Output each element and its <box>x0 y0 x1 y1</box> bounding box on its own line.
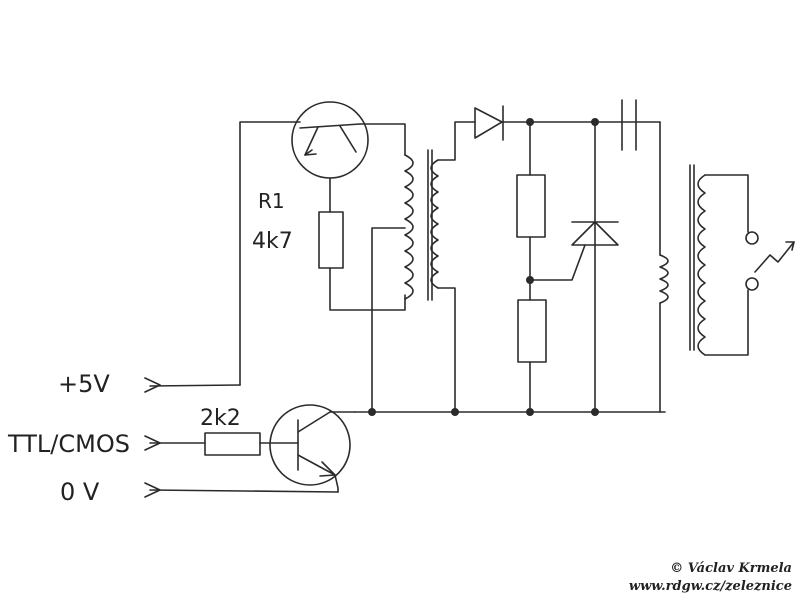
credit-author: © Václav Krmela <box>670 561 792 576</box>
wire-plus5v <box>144 121 406 393</box>
thyristor <box>529 121 619 413</box>
label-r1: R1 <box>258 189 285 213</box>
label-ttl-cmos: TTL/CMOS <box>7 430 130 458</box>
wire-common-rail <box>354 118 666 416</box>
label-r2-value: 2k2 <box>200 406 241 431</box>
transistor-upper <box>291 101 369 179</box>
spark-gap <box>745 231 795 291</box>
diode <box>474 105 661 141</box>
resistor-r1 <box>318 177 406 311</box>
label-zero-v: 0 V <box>60 478 100 506</box>
credit-url: www.rdgw.cz/zeleznice <box>629 579 792 594</box>
label-r1-value: 4k7 <box>252 229 293 254</box>
transistor-lower <box>269 404 356 493</box>
resistor-divider <box>516 121 547 413</box>
transformer-1 <box>371 121 476 413</box>
label-plus5v: +5V <box>58 370 110 398</box>
transformer-output <box>659 164 749 413</box>
capacitor <box>621 99 661 256</box>
resistor-r2 <box>144 432 299 456</box>
wire-zero-v <box>144 482 339 498</box>
